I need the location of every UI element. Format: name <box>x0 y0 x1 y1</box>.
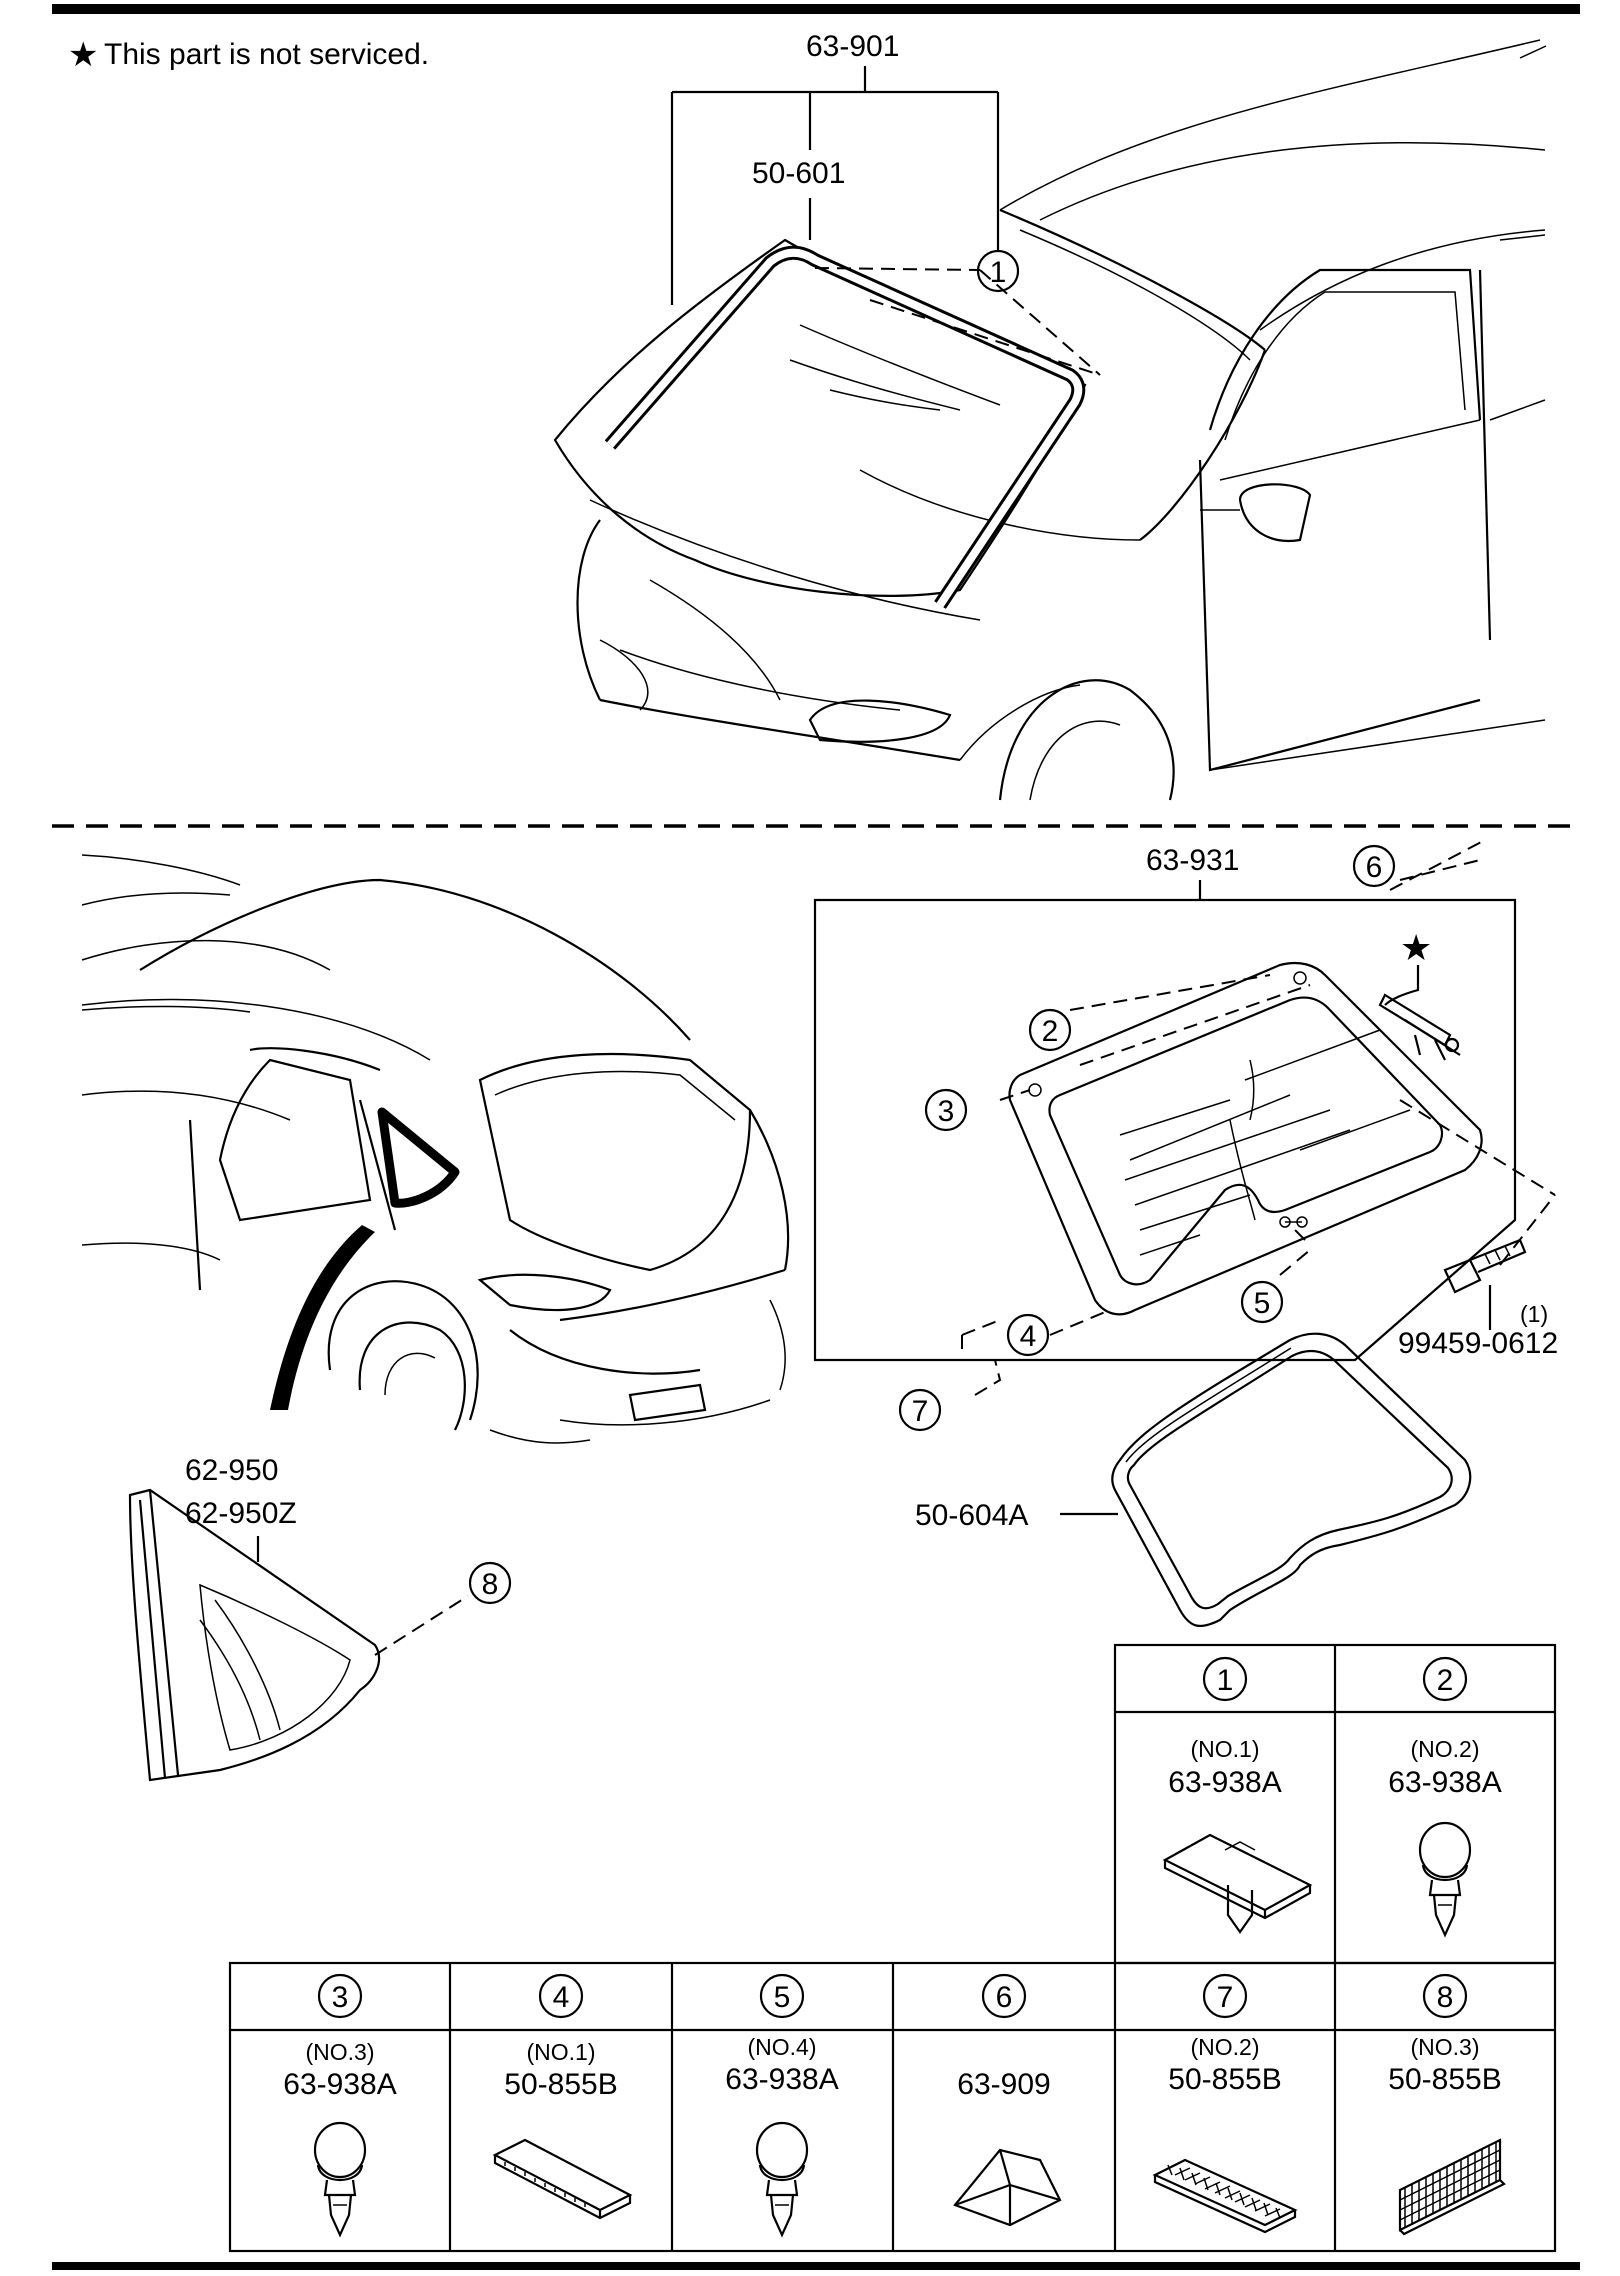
rear-glass-seal <box>1111 1332 1472 1628</box>
svg-text:(NO.3): (NO.3) <box>1411 2034 1480 2060</box>
svg-text:63-938A: 63-938A <box>283 2068 396 2101</box>
svg-text:63-909: 63-909 <box>957 2068 1050 2101</box>
svg-text:1: 1 <box>1217 1664 1234 1697</box>
label-quarter-glass: 62-950 <box>185 1454 278 1487</box>
label-bolt: 99459-0612 <box>1398 1327 1558 1360</box>
quarter-glass-part <box>128 1488 381 1782</box>
label-windshield-seal: 50-601 <box>752 157 845 190</box>
spacer-strip-icon <box>492 2138 633 2220</box>
callout-4-part: 4 <box>1006 1313 1050 1357</box>
svg-text:(NO.2): (NO.2) <box>1191 2034 1260 2060</box>
svg-text:4: 4 <box>1020 1320 1037 1353</box>
callout-8-part: 8 <box>468 1561 512 1605</box>
svg-text:7: 7 <box>1217 1981 1234 2014</box>
push-pin-clip-icon <box>1418 1821 1472 1938</box>
note-star-icon: ★ <box>68 36 98 74</box>
svg-text:(NO.1): (NO.1) <box>1191 1736 1260 1762</box>
svg-text:50-855B: 50-855B <box>504 2068 617 2101</box>
note-text: This part is not serviced. <box>104 38 429 71</box>
legend-cell-6: 6 63-909 <box>953 1973 1062 2227</box>
svg-text:6: 6 <box>1366 851 1383 884</box>
top-border <box>52 4 1580 14</box>
label-quarter-glass-alt: 62-950Z <box>185 1497 297 1530</box>
svg-text:(NO.2): (NO.2) <box>1411 1736 1480 1762</box>
svg-text:(NO.3): (NO.3) <box>306 2039 375 2065</box>
rear-glass-panel <box>1008 961 1483 1316</box>
label-windshield-assy: 63-901 <box>806 30 899 63</box>
legend-cell-1: 1 (NO.1) 63-938A <box>1162 1656 1313 1934</box>
bottom-border <box>52 2262 1580 2270</box>
legend-cell-2: 2 (NO.2) 63-938A <box>1388 1656 1502 1938</box>
windshield-seal-moulding <box>604 245 1086 609</box>
rear-glass-harness: ★ <box>1378 927 1461 1061</box>
legend-cell-8: 8 (NO.3) 50-855B <box>1388 1973 1506 2236</box>
label-rear-seal: 50-604A <box>915 1499 1028 1532</box>
brush-strip-icon <box>1152 2158 1298 2234</box>
front-car-illustration <box>576 39 1547 801</box>
label-bolt-qty: (1) <box>1520 1301 1548 1327</box>
svg-text:2: 2 <box>1042 1015 1059 1048</box>
svg-text:3: 3 <box>332 1981 349 2014</box>
callout-1-top: 1 <box>976 249 1020 293</box>
push-pin-clip-icon <box>313 2121 367 2238</box>
leader-8 <box>374 1595 469 1656</box>
callout-2-part: 2 <box>1028 1008 1072 1052</box>
svg-text:(NO.1): (NO.1) <box>527 2039 596 2065</box>
svg-text:7: 7 <box>912 1395 929 1428</box>
top-leader-lines <box>670 66 1101 376</box>
plate-clip-icon <box>1162 1833 1313 1934</box>
label-rear-glass-assy: 63-931 <box>1146 844 1239 877</box>
svg-text:4: 4 <box>553 1981 570 2014</box>
svg-text:5: 5 <box>1254 1287 1271 1320</box>
svg-text:50-855B: 50-855B <box>1168 2063 1281 2096</box>
rear-car-illustration <box>81 854 790 1444</box>
svg-text:50-855B: 50-855B <box>1388 2063 1501 2096</box>
legend-cell-5: 5 (NO.4) 63-938A <box>725 1973 839 2238</box>
wedge-block-icon <box>953 2148 1062 2227</box>
svg-text:2: 2 <box>1437 1664 1454 1697</box>
svg-text:63-938A: 63-938A <box>1168 1766 1281 1799</box>
svg-text:(NO.4): (NO.4) <box>748 2034 817 2060</box>
callout-3-part: 3 <box>924 1088 968 1132</box>
callout-5-part: 5 <box>1240 1280 1284 1324</box>
legend-table <box>228 1643 1557 2253</box>
rear-leader-lines <box>961 839 1556 1396</box>
bolt-part <box>1443 1238 1527 1330</box>
svg-text:8: 8 <box>1437 1981 1454 2014</box>
legend-cell-3: 3 (NO.3) 63-938A <box>283 1973 397 2238</box>
callout-7-part: 7 <box>898 1388 942 1432</box>
svg-text:5: 5 <box>774 1981 791 2014</box>
svg-text:6: 6 <box>996 1981 1013 2014</box>
rear-glass-frame <box>813 880 1517 1362</box>
ribbed-pad-icon <box>1398 2138 1506 2236</box>
push-pin-clip-icon <box>755 2121 809 2238</box>
legend-cell-7: 7 (NO.2) 50-855B <box>1152 1973 1298 2234</box>
not-serviced-star-icon: ★ <box>1400 927 1432 968</box>
svg-text:63-938A: 63-938A <box>725 2063 838 2096</box>
legend-cell-4: 4 (NO.1) 50-855B <box>492 1973 633 2220</box>
svg-text:8: 8 <box>482 1568 499 1601</box>
svg-text:63-938A: 63-938A <box>1388 1766 1501 1799</box>
svg-text:1: 1 <box>990 256 1007 289</box>
svg-text:3: 3 <box>938 1095 955 1128</box>
callout-6-part: 6 <box>1352 844 1396 888</box>
